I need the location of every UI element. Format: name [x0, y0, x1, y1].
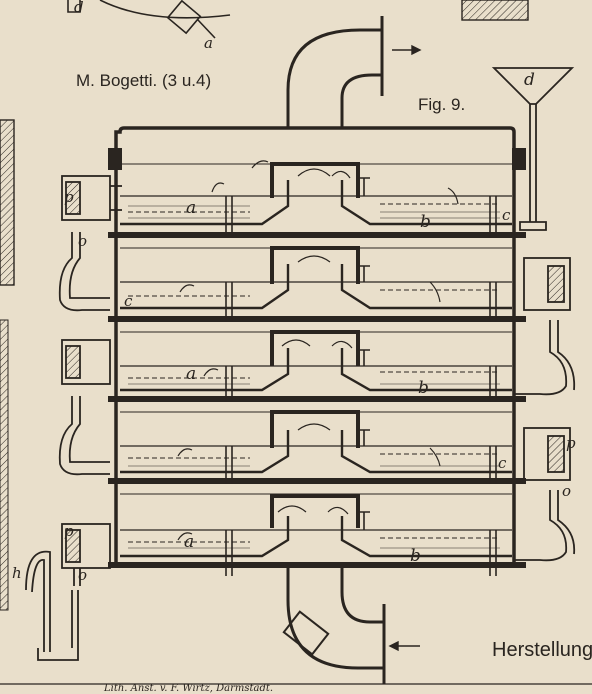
outlet-pipe-top: [276, 16, 384, 130]
label-a5: a: [184, 532, 195, 552]
label-p1: p: [64, 188, 74, 206]
flow-arrow-top: [392, 44, 422, 56]
flow-arrow-bottom: [388, 640, 420, 652]
label-p5: p: [64, 522, 74, 540]
label-o4: o: [562, 482, 572, 500]
previous-figure-remnant: [67, 0, 231, 39]
funnel-d: [491, 67, 575, 231]
label-b3: b: [418, 378, 429, 398]
tray-3: [120, 330, 512, 392]
flow-arrows: [177, 160, 459, 541]
figure-number: Fig. 9.: [418, 95, 466, 114]
imprint-line: Lith. Anst. v. F. Wirtz, Darmstadt.: [104, 683, 274, 694]
section-inner-lines: [120, 163, 512, 495]
label-o5: o: [78, 566, 88, 584]
label-c4: c: [498, 454, 507, 472]
label-a3: a: [186, 364, 197, 384]
label-p4: p: [566, 434, 576, 452]
label-a-top: a: [204, 34, 213, 52]
hatched-wall-left: [0, 119, 15, 611]
hatched-block-top-right: [461, 0, 529, 21]
tray-4: [120, 410, 512, 474]
label-a1: a: [186, 198, 197, 218]
tray-5: [120, 494, 512, 558]
side-valves-right: [514, 257, 576, 562]
author-refs: (3 u.4): [162, 71, 212, 90]
tray-1: [120, 162, 512, 226]
label-c2: c: [124, 292, 133, 310]
author-name: M. Bogetti.: [76, 71, 158, 90]
side-valves-left: [58, 175, 122, 586]
label-d-funnel: d: [524, 70, 535, 90]
label-d-top: d: [74, 0, 84, 16]
label-b5: b: [410, 546, 421, 566]
label-h: h: [12, 564, 22, 582]
tray-2: [120, 246, 512, 310]
section-flanges: [108, 148, 526, 568]
label-b1: b: [420, 212, 431, 232]
siphon-tube-h: [25, 550, 79, 661]
inlet-pipe-bottom: [282, 566, 386, 684]
column-vessel: [114, 126, 516, 568]
tray-bolts: [225, 177, 497, 576]
label-o1: o: [78, 232, 88, 250]
plate-author: M. Bogetti. (3 u.4): [76, 72, 211, 89]
footer-right-heading: Herstellung: [492, 639, 592, 661]
label-c1: c: [502, 206, 511, 224]
